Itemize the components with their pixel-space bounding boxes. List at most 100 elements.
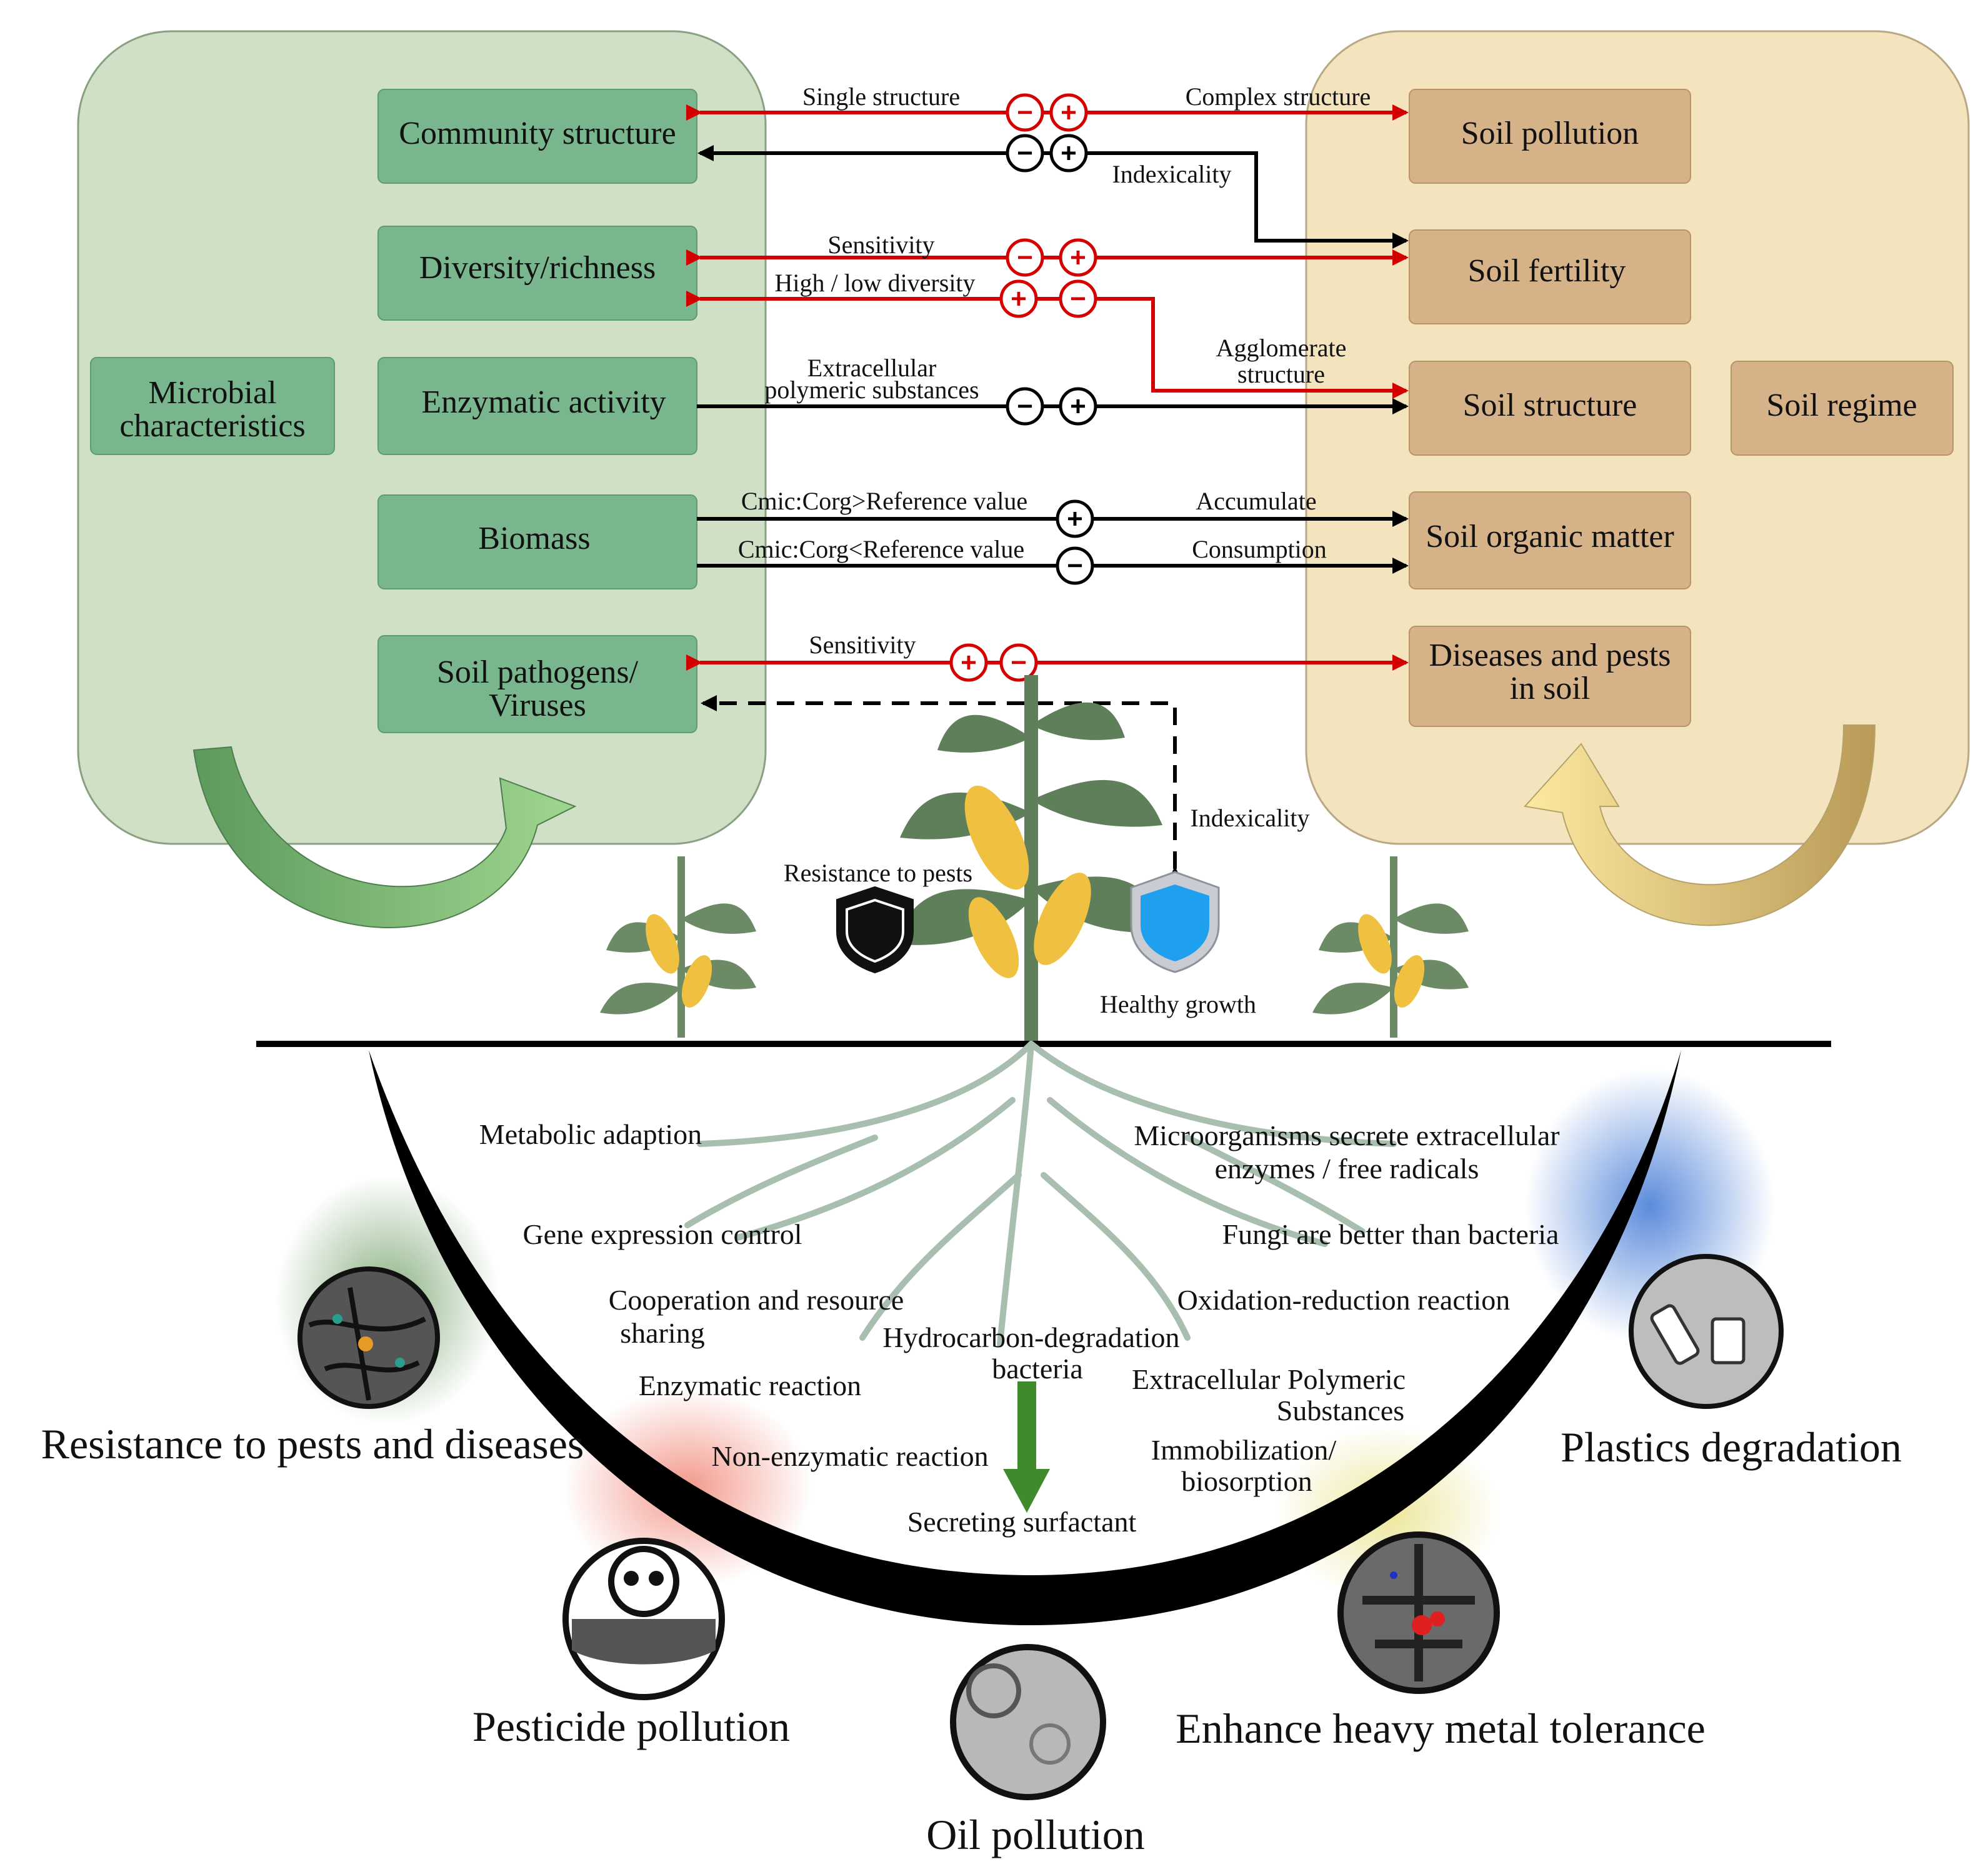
plants: Resistance to pests Healthy growth <box>600 675 1469 1044</box>
label-extracellular-2: polymeric substances <box>764 376 979 404</box>
edge-labels: Single structure Complex structure Index… <box>738 83 1371 832</box>
plus-sign-text: + <box>1061 138 1077 169</box>
label-immobilization-2: biosorption <box>1181 1465 1312 1497</box>
box-community-structure: Community structure <box>377 89 697 184</box>
label-plastics-degradation: Plastics degradation <box>1561 1423 1902 1471</box>
label-cmic-less: Cmic:Corg<Reference value <box>738 535 1024 563</box>
minus-sign-text: − <box>1017 243 1033 273</box>
main-plant-icon <box>894 675 1169 1044</box>
label-cmic-greater: Cmic:Corg>Reference value <box>741 487 1027 515</box>
box-enzymatic-activity-label: Enzymatic activity <box>421 384 666 420</box>
box-soil-regime: Soil regime <box>1731 361 1954 456</box>
label-indexicality-bottom: Indexicality <box>1190 804 1309 832</box>
outcome-labels: Resistance to pests and diseases Pestici… <box>41 1420 1902 1858</box>
oil-drop-icon <box>950 1644 1106 1800</box>
plus-sign-icon: + <box>1059 387 1097 426</box>
label-surfactant: Secreting surfactant <box>907 1506 1137 1538</box>
box-diseases-pests-label-2: in soil <box>1510 671 1591 706</box>
minus-sign-icon: − <box>1006 93 1044 132</box>
box-microbial-characteristics: Microbial characteristics <box>90 357 335 455</box>
label-high-low-diversity: High / low diversity <box>774 269 975 297</box>
label-hydrocarbon-2: bacteria <box>992 1353 1083 1385</box>
box-soil-organic-matter: Soil organic matter <box>1409 491 1691 589</box>
plus-sign-icon: + <box>1049 93 1088 132</box>
small-plant-right-icon <box>1312 856 1469 1038</box>
left-cycle-arrow-icon <box>192 746 577 928</box>
label-indexicality-top: Indexicality <box>1112 160 1231 188</box>
minus-sign-icon: − <box>1056 546 1094 585</box>
box-diseases-pests: Diseases and pests in soil <box>1409 626 1691 727</box>
label-single-structure: Single structure <box>802 83 960 111</box>
label-oxidation: Oxidation-reduction reaction <box>1177 1284 1511 1316</box>
label-resistance-to-pests: Resistance to pests <box>784 859 972 887</box>
label-pesticide-pollution: Pesticide pollution <box>472 1703 790 1750</box>
plus-sign-icon: + <box>1059 238 1097 277</box>
label-healthy-growth: Healthy growth <box>1100 990 1256 1018</box>
plus-sign-icon: + <box>1056 499 1094 538</box>
minus-sign-icon: − <box>1006 134 1044 173</box>
minus-sign-text: − <box>1017 138 1033 169</box>
label-microorganisms-2: enzymes / free radicals <box>1215 1153 1479 1185</box>
label-oil-pollution: Oil pollution <box>926 1811 1144 1858</box>
minus-sign-text: − <box>1017 98 1033 128</box>
plastics-icon <box>1629 1254 1784 1409</box>
connections <box>686 104 1409 883</box>
microbial-label-2: characteristics <box>119 408 305 444</box>
minus-sign-text: − <box>1070 284 1086 314</box>
label-hydrocarbon-1: Hydrocarbon-degradation <box>882 1321 1179 1353</box>
plus-sign-icon: + <box>949 643 988 682</box>
label-eps-1: Extracellular Polymeric <box>1132 1363 1406 1395</box>
box-biomass: Biomass <box>377 494 697 589</box>
box-enzymatic-activity: Enzymatic activity <box>377 357 697 455</box>
skull-icon <box>562 1538 725 1700</box>
plus-sign-text: + <box>1067 504 1083 534</box>
box-soil-organic-matter-label: Soil organic matter <box>1426 519 1674 554</box>
label-cooperation-2: sharing <box>620 1317 704 1349</box>
box-soil-pathogens: Soil pathogens/ Viruses <box>377 635 697 733</box>
box-soil-structure-label: Soil structure <box>1463 388 1637 423</box>
label-cooperation-1: Cooperation and resource <box>609 1284 904 1316</box>
plus-sign-icon: + <box>999 279 1038 318</box>
minus-sign-icon: − <box>1006 238 1044 277</box>
heavy-metal-icon <box>1337 1531 1500 1694</box>
label-non-enzymatic: Non-enzymatic reaction <box>711 1440 988 1472</box>
arrow-diversity-structure <box>686 291 1409 399</box>
green-down-arrow-icon <box>1003 1381 1050 1513</box>
label-heavy-metal-tolerance: Enhance heavy metal tolerance <box>1176 1705 1706 1752</box>
right-boxes: Soil pollution Soil fertility Soil struc… <box>1409 89 1954 727</box>
box-soil-pathogens-label-2: Viruses <box>489 688 586 723</box>
label-immobilization-1: Immobilization/ <box>1151 1434 1337 1466</box>
box-soil-structure: Soil structure <box>1409 361 1691 456</box>
label-enzymatic-reaction: Enzymatic reaction <box>639 1370 861 1401</box>
box-diversity-richness-label: Diversity/richness <box>419 250 656 286</box>
plus-sign-icon: + <box>1049 134 1088 173</box>
plus-sign-text: + <box>1070 391 1086 422</box>
box-soil-regime-label: Soil regime <box>1766 388 1917 423</box>
small-plant-left-icon <box>600 856 756 1038</box>
soil-crack-icon <box>297 1266 440 1409</box>
label-consumption: Consumption <box>1192 535 1327 563</box>
label-fungi: Fungi are better than bacteria <box>1222 1218 1559 1250</box>
arrow-fertility-community <box>1012 151 1409 249</box>
plus-sign-text: + <box>1061 98 1077 128</box>
label-metabolic-adaption: Metabolic adaption <box>479 1118 702 1150</box>
box-soil-fertility: Soil fertility <box>1409 229 1691 324</box>
minus-sign-text: − <box>1011 648 1027 678</box>
soil-process-labels: Metabolic adaption Gene expression contr… <box>479 1118 1560 1538</box>
box-biomass-label: Biomass <box>478 521 590 556</box>
box-soil-fertility-label: Soil fertility <box>1468 253 1626 289</box>
label-gene-expression: Gene expression control <box>522 1218 802 1250</box>
plus-sign-text: + <box>961 648 977 678</box>
minus-sign-text: − <box>1017 391 1033 422</box>
plus-sign-text: + <box>1011 284 1027 314</box>
label-sensitivity-top: Sensitivity <box>827 231 934 259</box>
label-complex-structure: Complex structure <box>1186 83 1371 111</box>
minus-sign-icon: − <box>1006 387 1044 426</box>
label-sensitivity-bottom: Sensitivity <box>809 631 916 659</box>
label-accumulate: Accumulate <box>1196 487 1316 515</box>
left-boxes: Community structure Diversity/richness E… <box>90 89 697 733</box>
roots-icon <box>684 1041 1397 1347</box>
right-cycle-arrow-icon <box>1524 724 1876 926</box>
box-community-structure-label: Community structure <box>399 116 676 151</box>
